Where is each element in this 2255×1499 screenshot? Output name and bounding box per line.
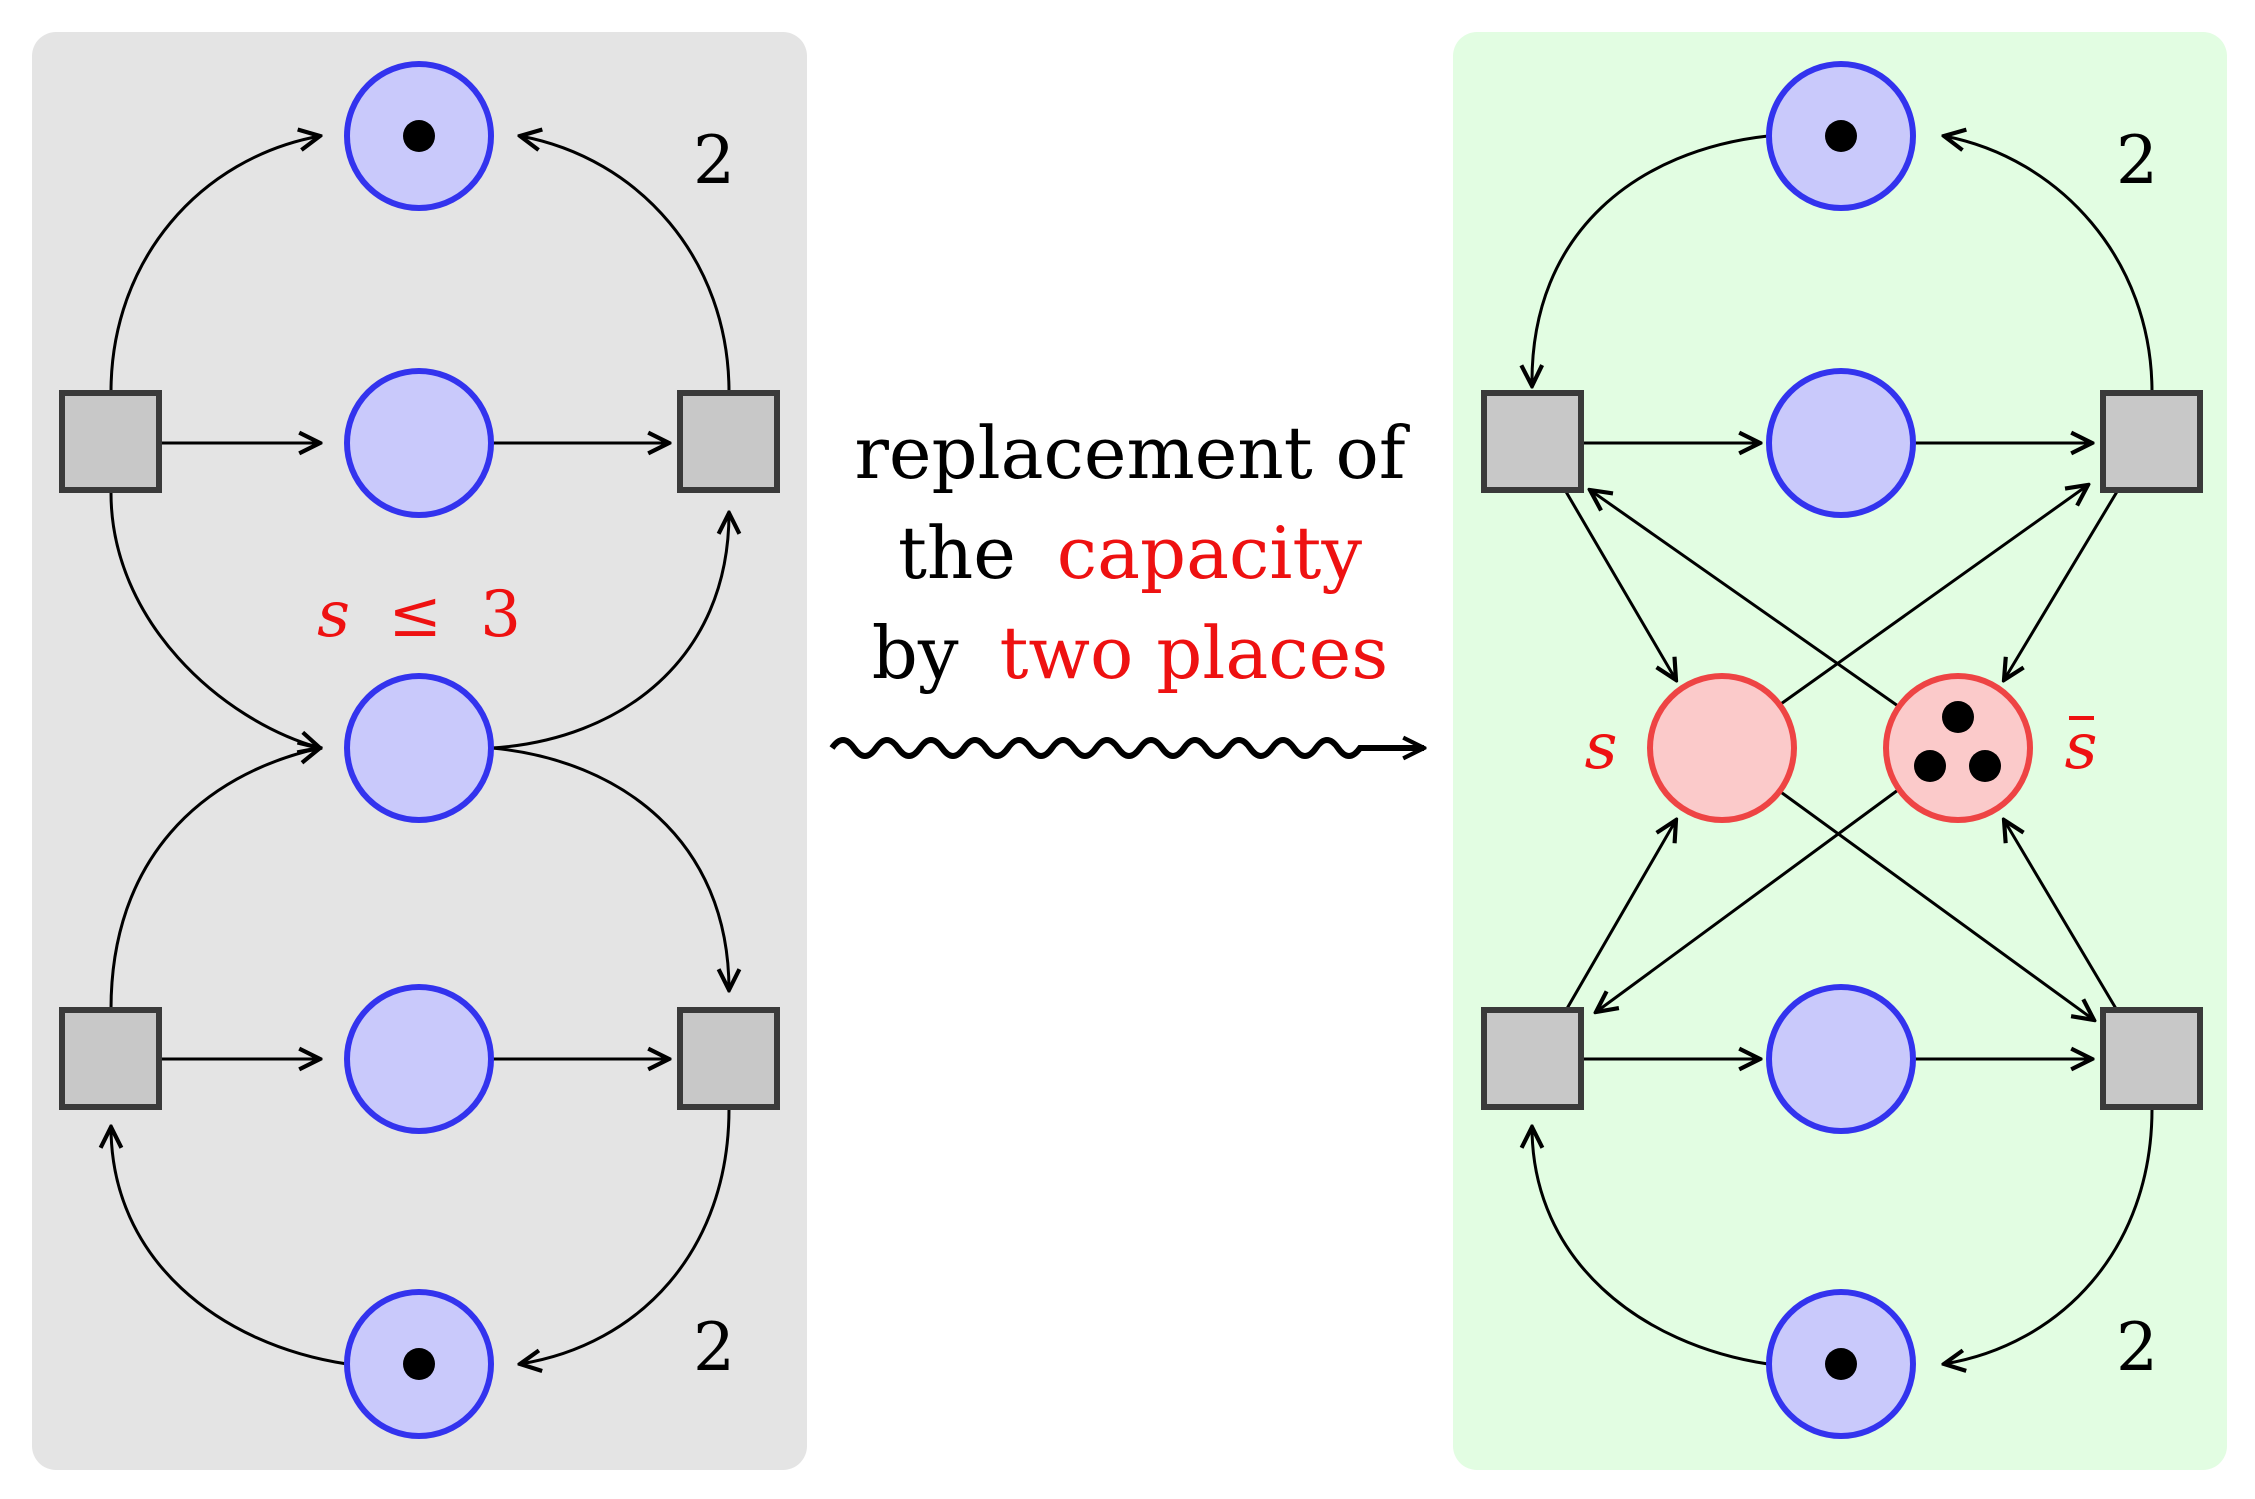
token (403, 120, 435, 152)
transition (677, 1007, 780, 1110)
left-arcs (111, 136, 729, 1364)
token (1942, 701, 1974, 733)
arc-weight-top: 2 (693, 122, 735, 199)
transition (1481, 390, 1584, 493)
caption-line-1: replacement of (854, 411, 1409, 495)
capacity-number: 3 (480, 578, 521, 652)
arc (2004, 489, 2120, 680)
place-s-bar-label: s (2065, 710, 2098, 784)
left-places (344, 61, 494, 1439)
arc (109, 136, 320, 393)
right-transitions (1481, 390, 2203, 1110)
place-s (1647, 673, 1797, 823)
caption-line-2: the capacity (898, 511, 1362, 595)
caption-line-2-black: the (898, 511, 1016, 595)
arc (1944, 1108, 2154, 1364)
place-s-label: s (1585, 710, 1618, 784)
transition (2100, 390, 2203, 493)
right-panel-background (1453, 32, 2227, 1470)
arc (111, 1127, 348, 1366)
squiggly-arrow (829, 740, 1424, 756)
right-panel: 2 2 s s (1453, 32, 2227, 1470)
caption-line-3-red: two places (999, 611, 1388, 695)
capacity-variable: s (317, 578, 350, 652)
transition (59, 1007, 162, 1110)
middle-caption: replacement of the capacity by two place… (829, 411, 1424, 756)
left-transitions (59, 390, 780, 1110)
token (1825, 120, 1857, 152)
token (1825, 1348, 1857, 1380)
arc (2004, 820, 2120, 1013)
token (1914, 750, 1946, 782)
transition (59, 390, 162, 493)
arc (491, 746, 729, 990)
arc (520, 136, 731, 393)
right-arcs (1532, 134, 2154, 1366)
arc (1944, 136, 2154, 393)
caption-line-2-red: capacity (1057, 511, 1363, 595)
arc-weight-bottom: 2 (2116, 1309, 2158, 1386)
arc (1532, 134, 1769, 386)
arc (1590, 490, 1899, 708)
place-s-bar (1883, 673, 2033, 823)
place (1766, 984, 1916, 1134)
transition (677, 390, 780, 493)
arc (1777, 788, 2094, 1020)
caption-line-3: by two places (872, 611, 1388, 695)
transition (2100, 1007, 2203, 1110)
arc (1532, 1127, 1769, 1366)
caption-line-3-black: by (872, 611, 959, 695)
arc-weight-bottom: 2 (693, 1309, 735, 1386)
arc (1777, 485, 2088, 708)
place (344, 984, 494, 1134)
place (1766, 368, 1916, 518)
arc (520, 1108, 731, 1364)
capacity-label: s ≤ 3 (317, 578, 521, 652)
arc (1563, 820, 1676, 1013)
arc (1563, 489, 1676, 680)
token (403, 1348, 435, 1380)
transition (1481, 1007, 1584, 1110)
left-panel: 2 2 s ≤ 3 (32, 32, 807, 1470)
right-places (1647, 61, 2033, 1439)
place-capacity-s (344, 673, 494, 823)
arc (109, 748, 320, 1010)
arc (491, 513, 729, 750)
place (344, 368, 494, 518)
arc-weight-top: 2 (2116, 122, 2158, 199)
arc (109, 492, 320, 748)
arc (1596, 788, 1899, 1012)
token (1969, 750, 2001, 782)
capacity-operator: ≤ (388, 578, 442, 652)
